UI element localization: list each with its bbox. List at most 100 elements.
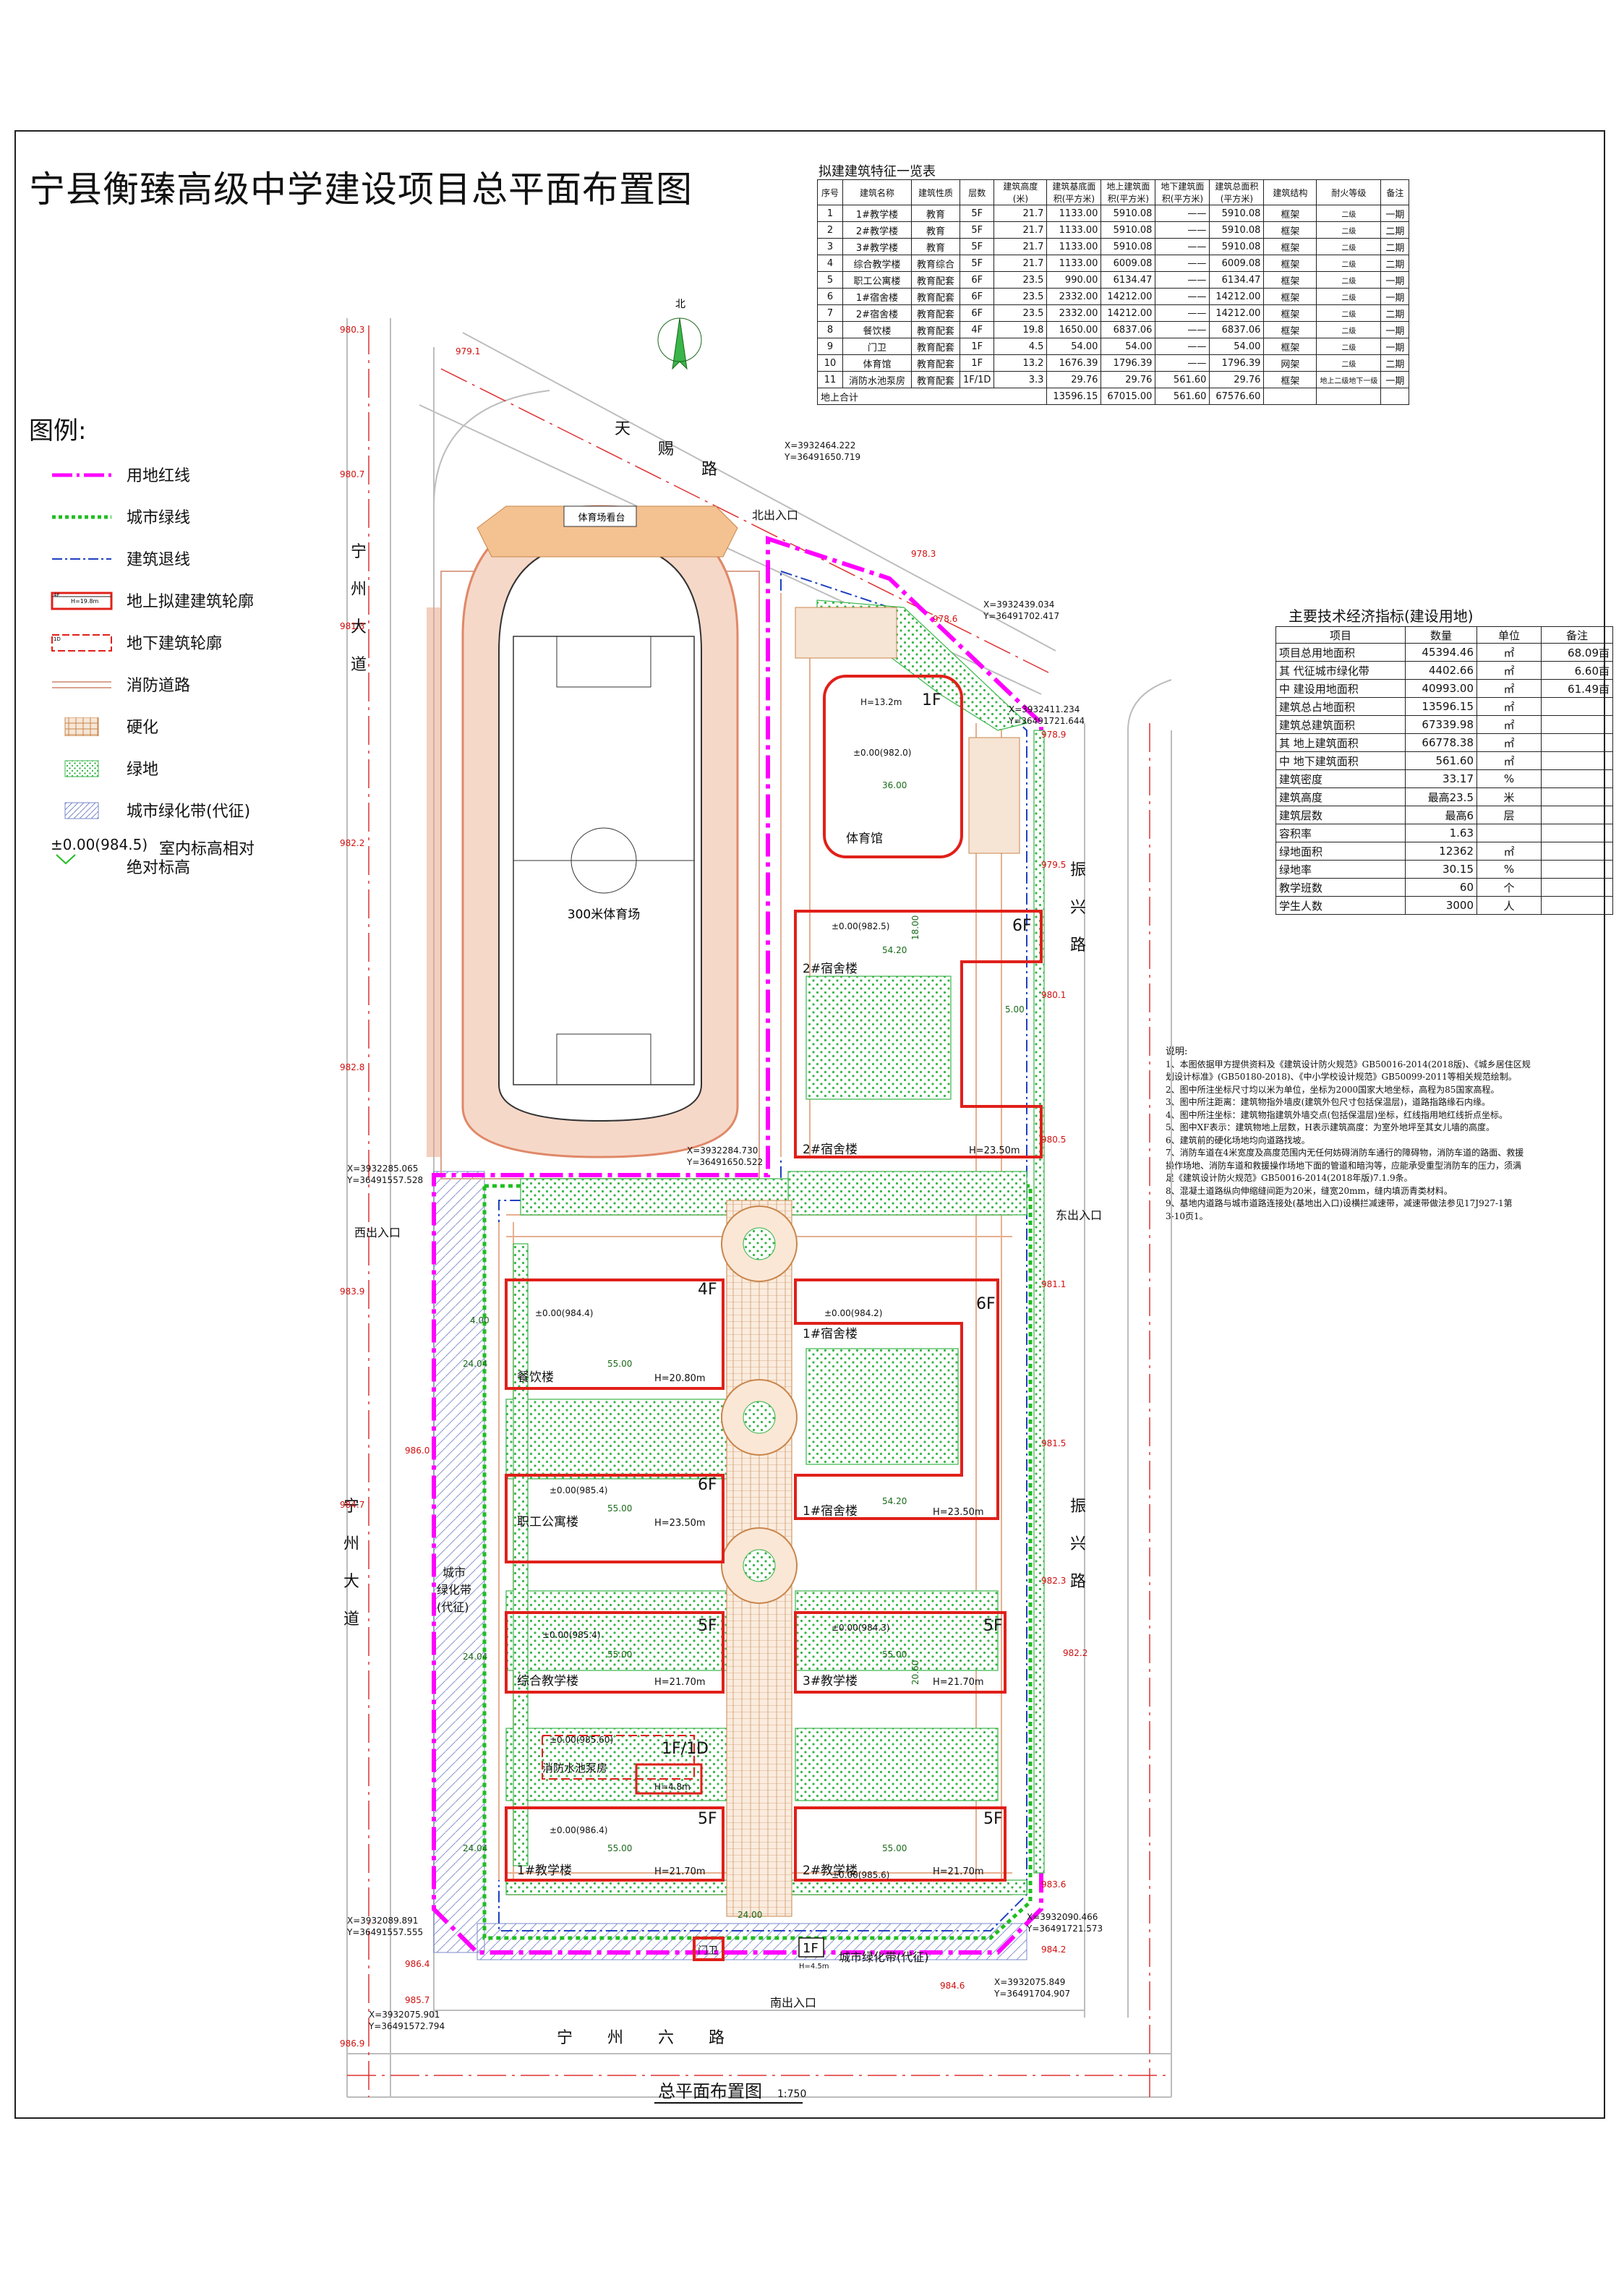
elevation-marker: 979.1 — [456, 346, 480, 357]
table-cell: ㎡ — [1476, 715, 1542, 734]
dorm2-elev: ±0.00(982.5) — [832, 921, 890, 931]
table-cell: 6009.08 — [1101, 255, 1156, 272]
table-cell: 容积率 — [1275, 824, 1406, 842]
road-names: 天赐路 宁州大道 宁州大道 振兴路 振兴路 宁州六路 — [343, 420, 1086, 2047]
comp-name: 综合教学楼 — [517, 1674, 578, 1689]
elevation-marker: 980.7 — [340, 469, 364, 479]
table-cell: 1.63 — [1405, 824, 1477, 842]
table-cell: 教育 — [911, 205, 960, 222]
table-cell: 23.5 — [993, 304, 1048, 322]
green-areas — [505, 599, 1045, 1895]
grandstand — [476, 505, 738, 558]
teach1-height: H=21.70m — [654, 1866, 706, 1877]
coordinate-label: Y=36491557.555 — [346, 1927, 423, 1937]
coordinate-label: Y=36491557.528 — [346, 1175, 423, 1185]
legend-item-fire-road: 消防道路 — [51, 665, 340, 707]
table-cell: ㎡ — [1476, 751, 1542, 770]
gate-south: 南出入口 — [770, 1996, 816, 2010]
site-redline — [432, 535, 1043, 1955]
elevation-marker: 984.7 — [340, 1500, 364, 1510]
dim-staff: 55.00 — [607, 1503, 632, 1514]
table-cell: 绿地率 — [1275, 860, 1406, 879]
elevation-marker: 986.9 — [340, 2039, 364, 2049]
table-cell: 29.76 — [1046, 371, 1102, 388]
table-cell: 二期 — [1380, 238, 1410, 255]
teach3-name: 3#教学楼 — [803, 1674, 858, 1689]
dim-dorm1: 54.20 — [882, 1496, 907, 1506]
note-line: 2、图中所注坐标尺寸均以米为单位，坐标为2000国家大地坐标，高程为85国家高程… — [1166, 1084, 1500, 1095]
legend-label: 消防道路 — [127, 677, 191, 695]
coordinate-label: X=3932464.222 — [785, 440, 855, 451]
table-cell: 一期 — [1380, 338, 1410, 355]
legend-label: 城市绿线 — [127, 509, 191, 527]
table-cell: 二级 — [1316, 238, 1382, 255]
note-line: 4、图中所注坐标：建筑物指建筑外墙交点(包括保温层)坐标，红线指用地红线折点坐标… — [1166, 1109, 1508, 1120]
coordinate-label: Y=36491650.719 — [784, 452, 860, 462]
table-cell: 最高6 — [1405, 806, 1477, 824]
note-line: 6、建筑前的硬化场地均向道路找坡。 — [1166, 1135, 1310, 1145]
canteen-outline — [505, 1279, 725, 1390]
note-line: 7、消防车道在4米宽度及高度范围内无任何妨碍消防车通行的障碍物，消防车道的路面、… — [1166, 1148, 1524, 1158]
teach2-name: 2#教学楼 — [803, 1864, 858, 1878]
canteen-name: 餐饮楼 — [517, 1370, 554, 1385]
court-east — [968, 737, 1020, 854]
field-label: 300米体育场 — [568, 908, 640, 922]
table-cell: 54.00 — [1046, 338, 1102, 355]
table-cell: 14212.00 — [1209, 304, 1265, 322]
table-cell: 框架 — [1263, 255, 1317, 272]
legend-label: 室内标高相对 — [159, 840, 255, 858]
table-cell: 一期 — [1380, 371, 1410, 388]
gate-east: 东出入口 — [1056, 1208, 1102, 1222]
table-cell: 职工公寓楼 — [842, 271, 912, 289]
dim-v1: 18.00 — [910, 915, 920, 940]
table-cell: 6134.47 — [1209, 271, 1265, 289]
teach1-elev: ±0.00(986.4) — [550, 1825, 608, 1835]
table-cell: ㎡ — [1476, 679, 1542, 698]
table-cell: 二级 — [1316, 338, 1382, 355]
teach3-outline — [794, 1611, 1007, 1694]
header-cell: 地上建筑面积(平方米) — [1101, 179, 1156, 205]
dim-teach1: 55.00 — [607, 1843, 632, 1853]
sports-field: 体育场看台 300米体育场 — [427, 505, 760, 1179]
table-cell: 二级 — [1316, 205, 1382, 222]
table-cell: 二级 — [1316, 321, 1382, 338]
table-cell: 9 — [817, 338, 843, 355]
table-cell: 3#教学楼 — [842, 238, 912, 255]
elevation-marker: 983.6 — [1041, 1879, 1066, 1890]
coordinate-label: Y=36491721.644 — [1008, 716, 1085, 726]
dim-comp: 55.00 — [607, 1649, 632, 1660]
coordinate-label: X=3932075.901 — [369, 2010, 440, 2020]
total-cell: 561.60 — [1155, 388, 1210, 405]
legend-item-city-green: 城市绿线 — [51, 498, 340, 539]
legend-item-redline: 用地红线 — [51, 456, 340, 498]
canteen-floors: 4F — [698, 1281, 717, 1299]
road-north-1: 天赐路 — [615, 420, 717, 479]
north-label: 北 — [675, 299, 685, 310]
court-north — [795, 607, 897, 659]
table-cell: 1F/1D — [959, 371, 995, 388]
coordinate-label: X=3932089.891 — [347, 1916, 418, 1926]
legend-label: 建筑退线 — [127, 551, 191, 569]
gate-north: 北出入口 — [752, 508, 798, 522]
notes: 说明: 1、本图依据甲方提供资料及《建筑设计防火规范》GB50016-2014(… — [1166, 1046, 1570, 1223]
elevation-marker: 979.5 — [1041, 860, 1066, 870]
total-cell: 67015.00 — [1101, 388, 1156, 405]
dim-dorm2: 54.20 — [882, 945, 907, 955]
table-cell: 19.8 — [993, 321, 1048, 338]
dorm1-elev: ±0.00(984.2) — [824, 1308, 883, 1318]
dorm1-name: 1#宿舍楼 — [803, 1327, 858, 1341]
elevation-marker: 978.3 — [911, 549, 936, 559]
table-cell: —— — [1155, 221, 1210, 239]
table-cell: 6837.06 — [1209, 321, 1265, 338]
table-cell: 5F — [959, 238, 995, 255]
table-cell: 建筑层数 — [1275, 806, 1406, 824]
table-cell: 1796.39 — [1101, 354, 1156, 372]
